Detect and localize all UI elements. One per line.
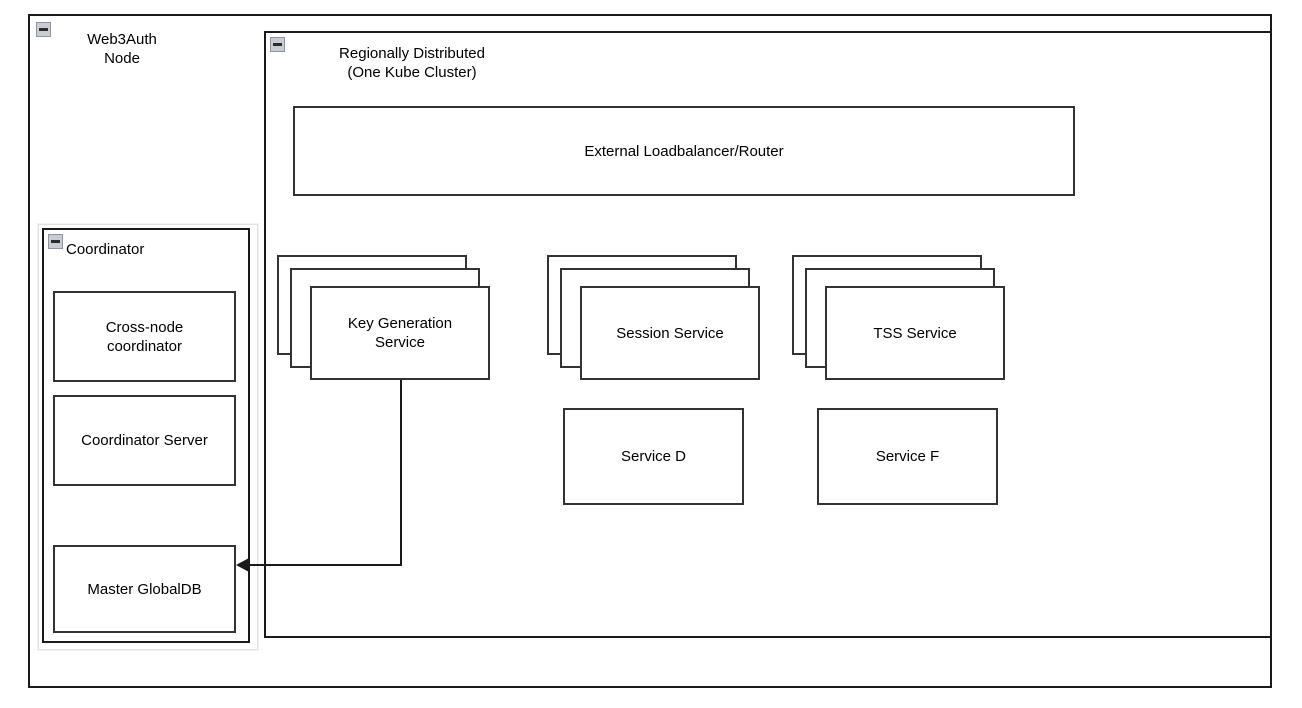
cross-node-coordinator-label: Cross-node coordinator (105, 318, 184, 355)
coordinator-label: Coordinator (66, 241, 145, 258)
session-service-layer-front[interactable]: Session Service (580, 286, 760, 380)
external-loadbalancer-box[interactable]: External Loadbalancer/Router (293, 106, 1075, 196)
kube-cluster-collapse-icon[interactable] (270, 37, 285, 52)
coordinator-server-box[interactable]: Coordinator Server (53, 395, 236, 486)
external-loadbalancer-label: External Loadbalancer/Router (584, 142, 784, 160)
kube-cluster-label: Regionally Distributed (One Kube Cluster… (339, 45, 485, 81)
session-service-label: Session Service (616, 324, 724, 342)
minus-bar (273, 43, 282, 46)
tss-service-stack[interactable]: TSS Service (792, 255, 1007, 380)
tss-service-label: TSS Service (873, 324, 957, 342)
service-d-box[interactable]: Service D (563, 408, 744, 505)
coordinator-server-label: Coordinator Server (81, 432, 208, 449)
session-service-stack[interactable]: Session Service (547, 255, 762, 380)
connector-horizontal-segment (248, 564, 402, 566)
master-globaldb-box[interactable]: Master GlobalDB (53, 545, 236, 633)
service-f-box[interactable]: Service F (817, 408, 998, 505)
key-generation-service-stack[interactable]: Key Generation Service (277, 255, 492, 380)
service-f-label: Service F (875, 448, 940, 465)
minus-bar (39, 28, 48, 31)
web3auth-node-label: Web3Auth Node (87, 31, 157, 67)
web3auth-node-collapse-icon[interactable] (36, 22, 51, 37)
left-arrowhead-icon (236, 558, 249, 572)
connector-vertical-segment (400, 380, 402, 566)
key-generation-service-layer-front[interactable]: Key Generation Service (310, 286, 490, 380)
tss-service-layer-front[interactable]: TSS Service (825, 286, 1005, 380)
service-d-label: Service D (620, 448, 687, 465)
master-globaldb-label: Master GlobalDB (87, 580, 202, 598)
coordinator-collapse-icon[interactable] (48, 234, 63, 249)
minus-bar (51, 240, 60, 243)
key-generation-service-label: Key Generation Service (347, 315, 453, 351)
cross-node-coordinator-box[interactable]: Cross-node coordinator (53, 291, 236, 382)
